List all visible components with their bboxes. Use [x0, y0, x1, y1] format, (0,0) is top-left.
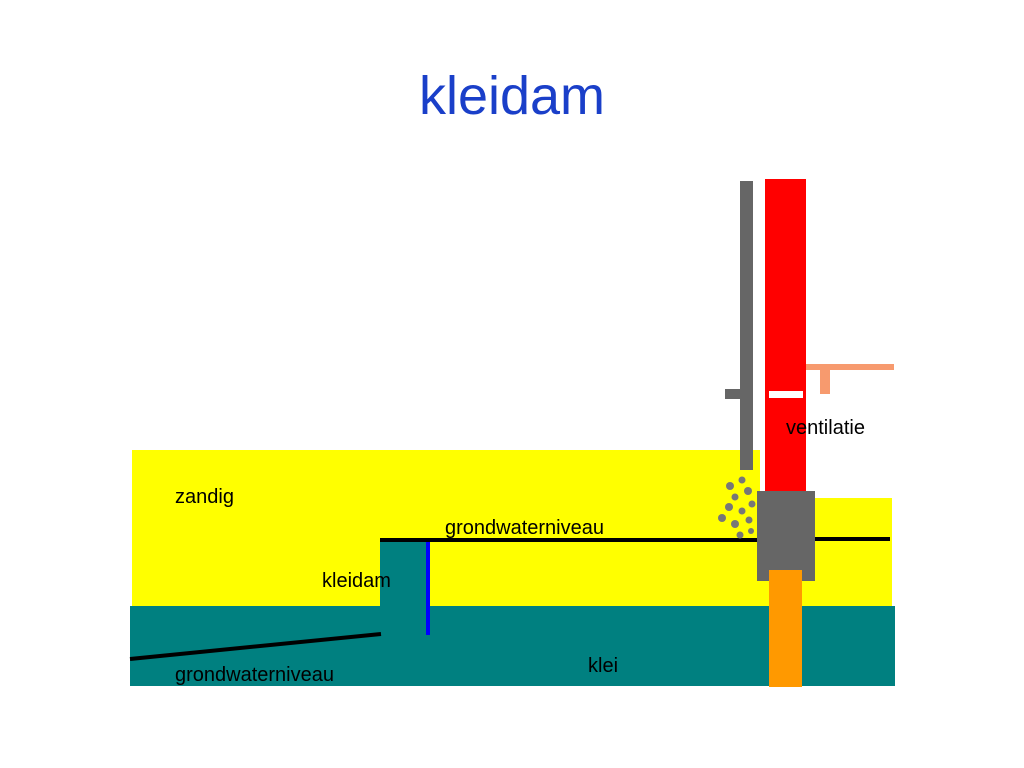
foundation-block — [757, 491, 815, 581]
page-title: kleidam — [418, 66, 606, 126]
label-klei: klei — [588, 655, 618, 677]
sand-layer — [132, 450, 892, 606]
label-grondwaterniveau-lower: grondwaterniveau — [175, 664, 334, 686]
label-grondwaterniveau-upper: grondwaterniveau — [445, 517, 604, 539]
ventilation-slot — [769, 391, 803, 398]
wall — [765, 179, 806, 493]
pipe-ledge — [725, 389, 742, 399]
groundwater-line-lower — [129, 632, 382, 661]
label-zandig: zandig — [175, 486, 234, 508]
label-ventilatie: ventilatie — [786, 417, 865, 439]
label-kleidam: kleidam — [322, 570, 391, 592]
floor-beam-post — [820, 369, 830, 394]
gravel — [718, 476, 756, 539]
floor-beam — [806, 364, 894, 370]
kleidam-block — [380, 540, 428, 608]
pile — [769, 570, 802, 687]
pipe — [740, 181, 753, 470]
